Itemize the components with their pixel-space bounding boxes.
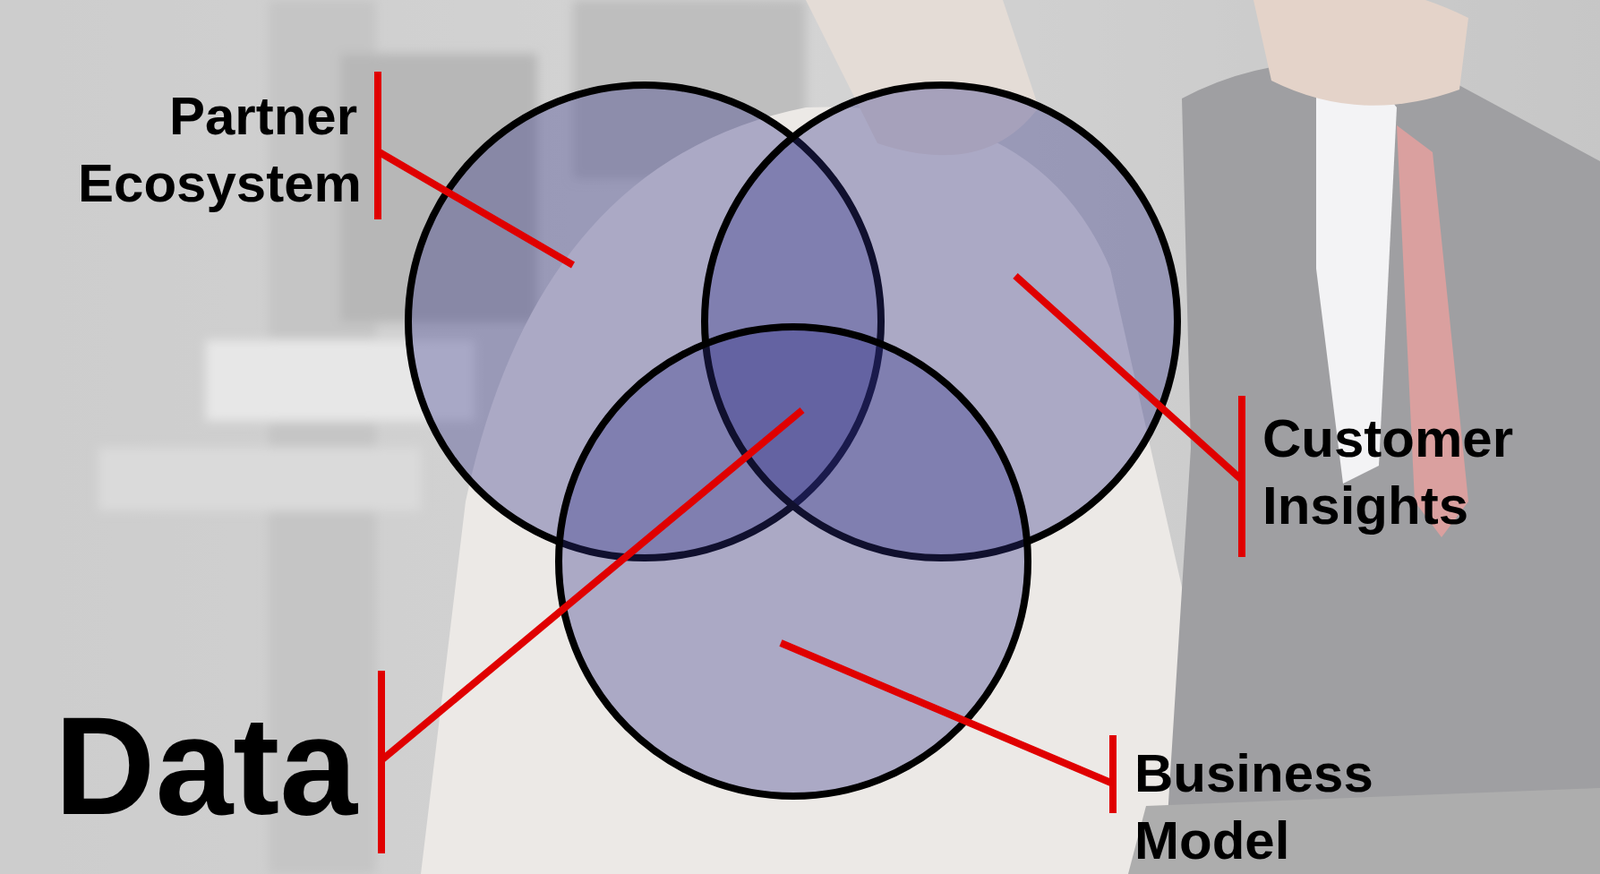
circle-shape xyxy=(558,326,1028,796)
callout-label-large: Data xyxy=(54,689,358,842)
leader-line xyxy=(381,410,803,761)
callout-bar xyxy=(374,71,382,220)
venn-circle: Business Model xyxy=(555,323,1032,800)
callout-label: Customer Insights xyxy=(1262,404,1553,540)
leader-line xyxy=(377,151,574,266)
callout-label: Business Model xyxy=(1134,739,1425,874)
leader-line xyxy=(780,642,1113,784)
leader-line xyxy=(1015,275,1242,480)
callout-bar xyxy=(1238,395,1246,557)
circle-outline xyxy=(555,323,1032,800)
callout-label: Partner Ecosystem xyxy=(77,82,358,217)
callout-bar xyxy=(1109,735,1117,813)
callout-bar xyxy=(377,670,386,854)
